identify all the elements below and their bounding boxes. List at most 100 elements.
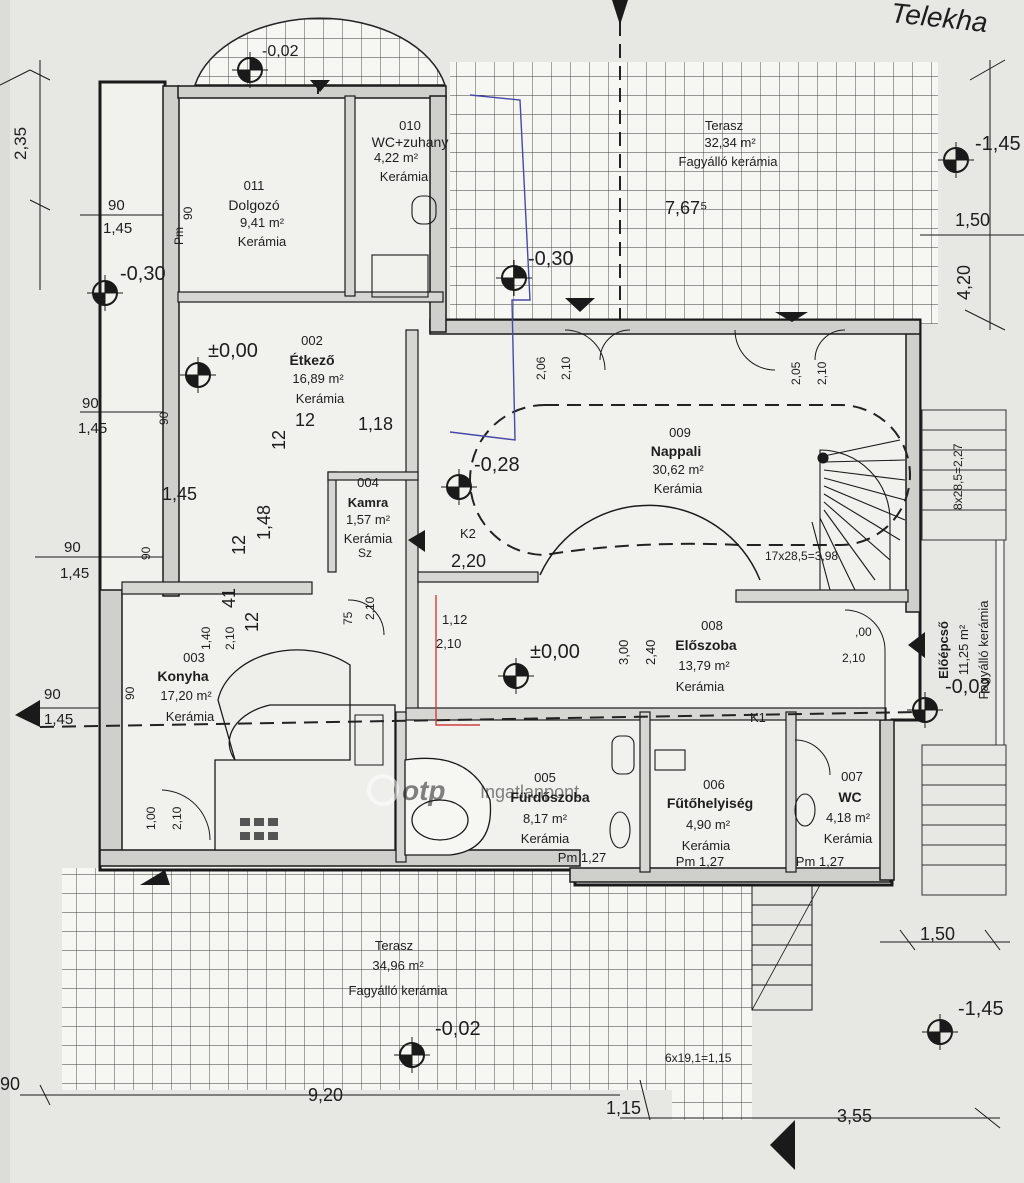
svg-text:-0,28: -0,28	[474, 454, 520, 476]
room-floor: Kerámia	[166, 709, 215, 724]
svg-text:1,50: 1,50	[920, 924, 955, 944]
spiral-staircase	[811, 439, 906, 591]
room-extra: Pm 1,27	[676, 854, 724, 869]
svg-text:2,10: 2,10	[223, 626, 237, 650]
room-number: 007	[841, 769, 863, 784]
svg-text:2,05: 2,05	[789, 361, 803, 385]
room-number: 011	[244, 178, 265, 193]
room-number: 008	[701, 618, 723, 633]
svg-text:Pm: Pm	[172, 227, 186, 245]
svg-text:90: 90	[108, 197, 125, 214]
svg-text:90: 90	[64, 539, 81, 556]
svg-text:2,06: 2,06	[534, 356, 548, 380]
room-area: 8,17 m²	[523, 811, 568, 826]
svg-text:41: 41	[219, 588, 239, 608]
svg-text:2,10: 2,10	[559, 356, 573, 380]
entrance-stair-label: Előépcső 11,25 m² Fagyálló kerámia	[936, 600, 991, 700]
svg-text:,00: ,00	[855, 625, 872, 639]
svg-text:2,10: 2,10	[363, 596, 377, 620]
svg-text:12: 12	[269, 430, 289, 450]
room-floor: Kerámia	[654, 481, 703, 496]
room-name: Fűtőhelyiség	[667, 795, 753, 811]
svg-text:3,55: 3,55	[837, 1106, 872, 1126]
room-name: Konyha	[157, 668, 209, 684]
room-name: Fürdőszoba	[510, 789, 590, 805]
svg-text:90: 90	[82, 395, 99, 412]
room-extra: Pm 1,27	[796, 854, 844, 869]
room-area: 9,41 m²	[240, 215, 285, 230]
svg-text:12: 12	[242, 612, 262, 632]
level-markers	[87, 52, 974, 1073]
svg-text:1,45: 1,45	[78, 420, 107, 437]
room-area: 4,18 m²	[826, 810, 871, 825]
svg-text:Ingatlanpont: Ingatlanpont	[480, 782, 579, 802]
svg-text:K2: K2	[460, 526, 476, 541]
svg-text:1,12: 1,12	[442, 612, 467, 627]
room-area: 17,20 m²	[160, 688, 212, 703]
entrance-steps-tiles	[672, 1020, 752, 1120]
svg-text:Előépcső: Előépcső	[936, 621, 951, 679]
svg-text:1,45: 1,45	[162, 484, 197, 504]
room-name: Terasz	[375, 938, 413, 953]
right-exterior-stairs	[921, 409, 1007, 896]
room-number: 010	[399, 118, 421, 133]
dimension-lines-bottom	[20, 1079, 651, 1121]
room-name: Előszoba	[675, 637, 737, 653]
svg-text:12: 12	[229, 535, 249, 555]
svg-text:8x28,5=2,27: 8x28,5=2,27	[951, 443, 965, 510]
svg-text:1,45: 1,45	[44, 711, 73, 728]
svg-text:2,10: 2,10	[842, 651, 866, 665]
svg-text:2,35: 2,35	[11, 127, 30, 160]
svg-text:90: 90	[139, 546, 153, 560]
svg-text:90: 90	[123, 686, 137, 700]
kitchen-counter	[214, 649, 396, 851]
svg-text:2,10: 2,10	[170, 806, 184, 830]
room-area: 4,22 m²	[374, 150, 419, 165]
room-number: 006	[703, 777, 725, 792]
interior-walls	[121, 95, 909, 873]
room-area: 34,96 m²	[372, 958, 424, 973]
level-marker-icon	[498, 658, 534, 694]
room-floor: Kerámia	[238, 234, 287, 249]
terrace-top-tiles	[450, 62, 938, 324]
svg-text:7,67⁵: 7,67⁵	[665, 198, 708, 218]
svg-text:1,45: 1,45	[60, 565, 89, 582]
room-floor: Kerámia	[521, 831, 570, 846]
svg-text:±0,00: ±0,00	[530, 641, 580, 663]
level-marker-icon	[441, 469, 477, 505]
watermark-logo-icon	[367, 774, 399, 806]
svg-text:4,20: 4,20	[954, 265, 974, 300]
svg-text:-1,45: -1,45	[975, 133, 1021, 155]
room-number: 005	[534, 770, 556, 785]
room-name: Nappali	[651, 443, 702, 459]
room-floor: Kerámia	[676, 679, 725, 694]
level-marker-icon	[394, 1037, 430, 1073]
blue-pen-mark	[449, 94, 531, 441]
room-floor: Kerámia	[380, 169, 429, 184]
svg-text:2,40: 2,40	[643, 640, 658, 665]
svg-text:-0,02: -0,02	[262, 43, 299, 60]
svg-text:-0,30: -0,30	[120, 263, 166, 285]
stove-icon	[240, 818, 278, 840]
svg-text:otp: otp	[402, 775, 446, 806]
room-number: 002	[301, 333, 323, 348]
room-area: 1,57 m²	[346, 512, 391, 527]
svg-text:1,40: 1,40	[199, 626, 213, 650]
room-area: 16,89 m²	[292, 371, 344, 386]
room-floor: Fagyálló kerámia	[349, 983, 449, 998]
svg-text:1,45: 1,45	[103, 220, 132, 237]
svg-text:2,20: 2,20	[451, 551, 486, 571]
room-number: 009	[669, 425, 691, 440]
svg-text:Fagyálló kerámia: Fagyálló kerámia	[976, 600, 991, 700]
room-area: 32,34 m²	[704, 135, 756, 150]
level-labels: -0,02 -0,30 ±0,00 -0,30 -0,28 ±0,00 -1,4…	[120, 43, 1021, 1040]
room-floor: Kerámia	[296, 391, 345, 406]
svg-text:2,10: 2,10	[815, 361, 829, 385]
door-swings	[161, 329, 886, 841]
red-pen-mark	[435, 595, 480, 726]
room-extra: Pm 1,27	[558, 850, 606, 865]
svg-text:90: 90	[181, 206, 195, 220]
room-area: 4,90 m²	[686, 817, 731, 832]
svg-text:K1: K1	[750, 710, 766, 725]
room-number: 003	[183, 650, 205, 665]
